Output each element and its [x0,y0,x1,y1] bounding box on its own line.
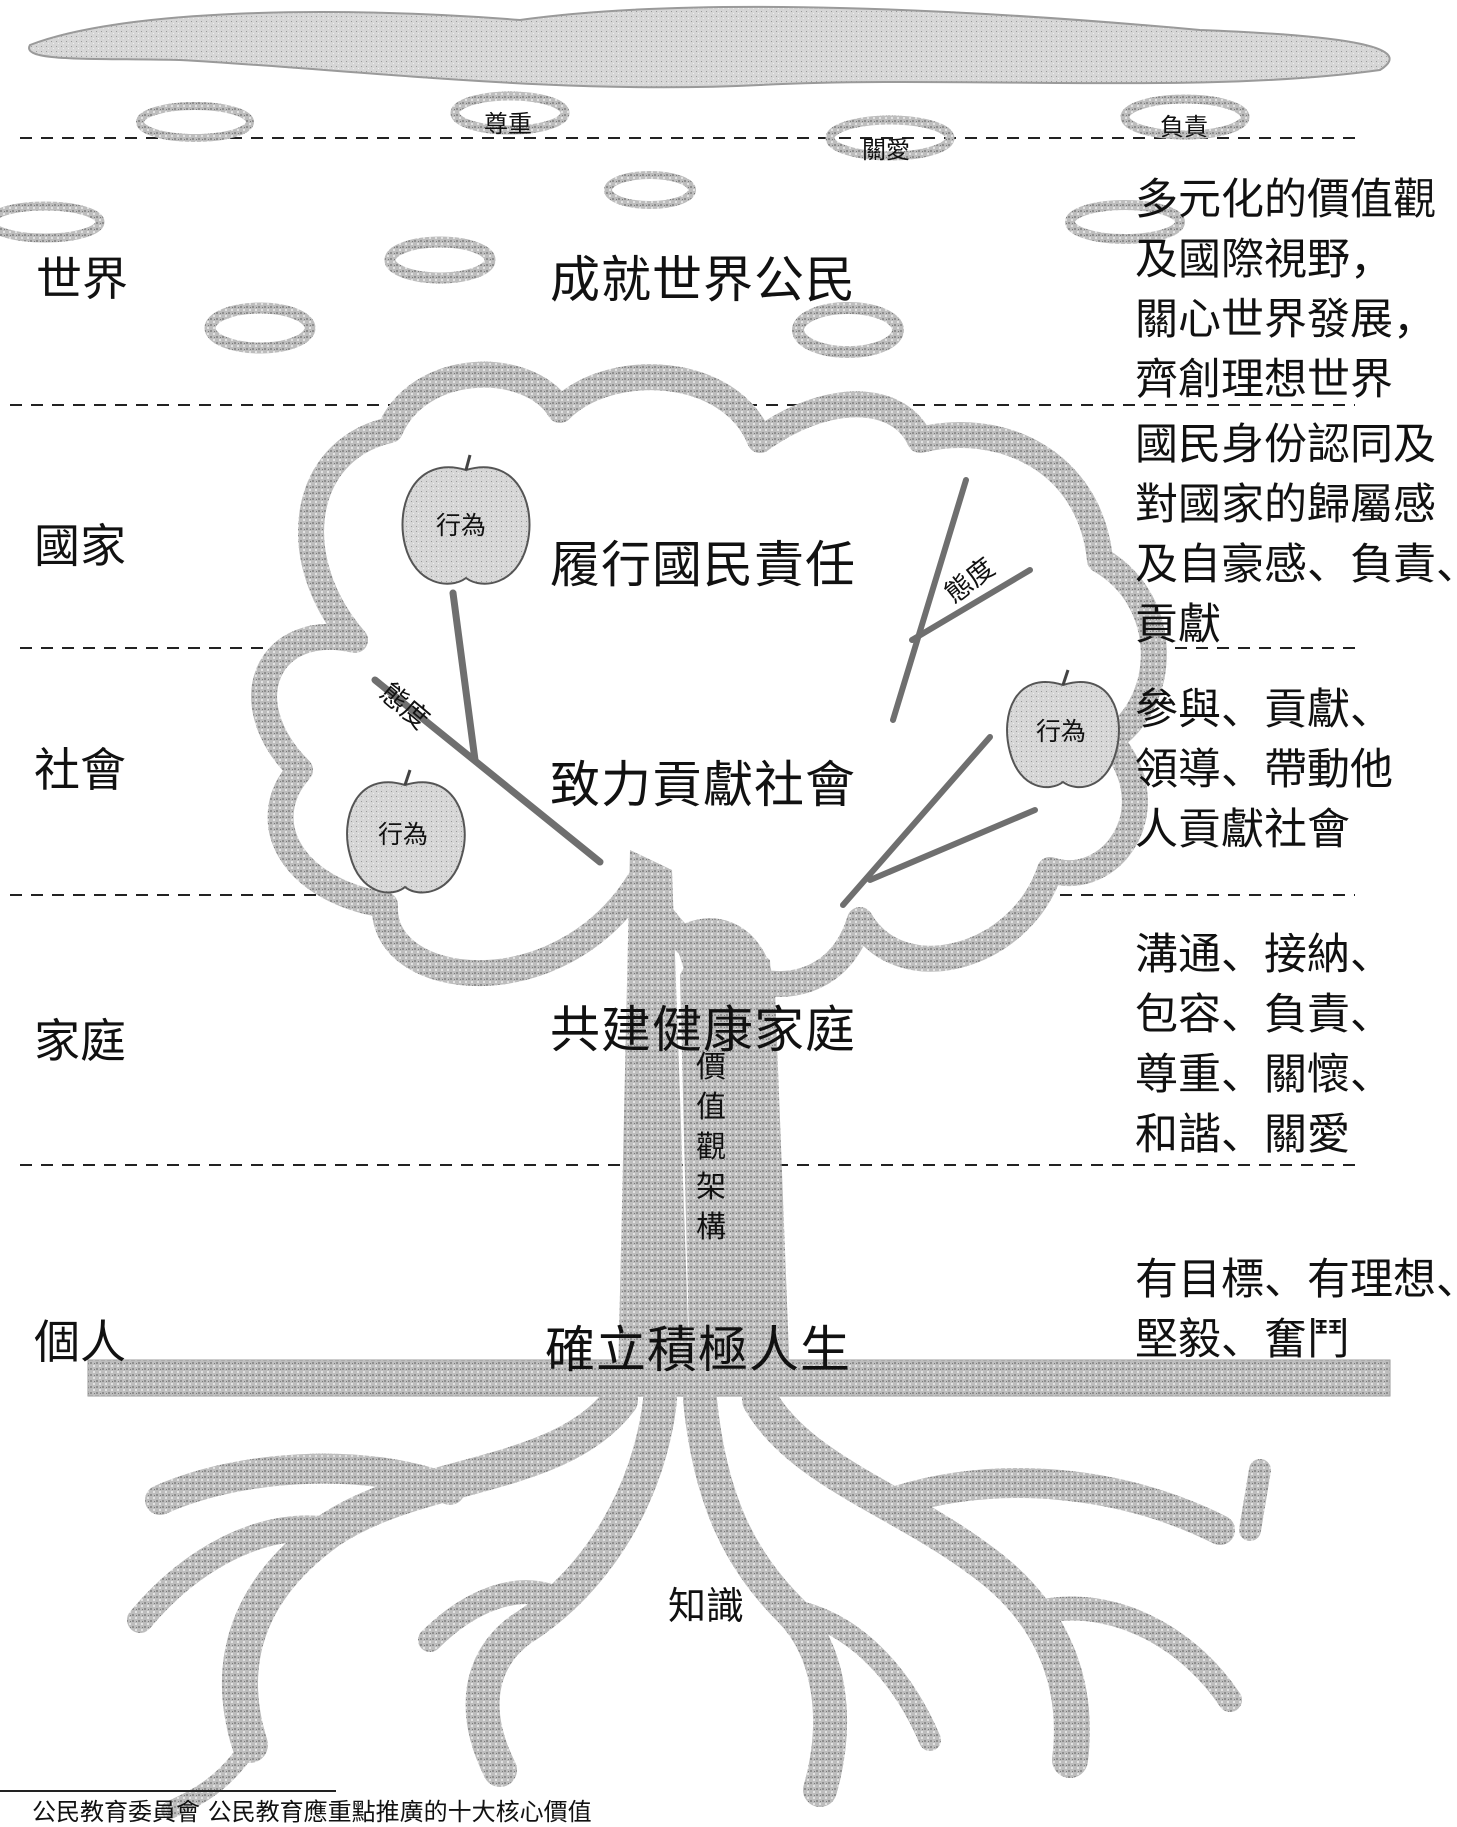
apple-stem [464,454,472,471]
apple-society-right [1006,669,1120,789]
ring-cloud [204,302,316,354]
ring-clouds [0,91,1250,358]
ring-cloud [450,91,570,135]
desc-line: 領導、帶動他 [1135,745,1393,795]
apple-body [1006,681,1120,789]
desc-society: 參與、貢獻、 領導、帶動他 人貢獻社會 [1135,680,1393,860]
goal-family: 共建健康家庭 [550,1001,856,1059]
level-label-society: 社會 [34,743,126,797]
ring-cloud [0,201,105,243]
trunk-label: 價值觀架構 [696,1050,726,1245]
desc-individual: 有目標、有理想、 堅毅、奮鬥 [1135,1250,1457,1370]
ring-cloud [604,171,696,209]
root [1239,1459,1271,1541]
desc-line: 和諧、關愛 [1135,1110,1350,1160]
branch [840,734,993,908]
desc-line: 及自豪感、負責、 [1135,540,1457,590]
goal-nation: 履行國民責任 [550,536,856,594]
ring-cloud [792,302,904,358]
root [465,1383,677,1787]
top-value-respect: 尊重 [484,110,532,138]
trunk-left [618,850,690,1380]
ring-cloud [1120,94,1250,140]
level-label-world: 世界 [36,252,128,306]
apple-label-society-right: 行為 [1036,717,1087,746]
ring-cloud [1065,200,1185,244]
branches [371,477,1038,908]
root [418,1580,572,1652]
apple-label-nation: 行為 [436,511,487,540]
root [1038,1596,1242,1712]
root-label: 知識 [668,1584,745,1628]
apple-stem [403,769,412,786]
desc-line: 溝通、接納、 [1135,930,1393,980]
ring-cloud [136,102,254,142]
apple-body [346,781,466,894]
root [127,1515,343,1633]
root [885,1468,1235,1545]
branch [867,807,1038,883]
desc-line: 對國家的歸屬感 [1135,480,1436,530]
level-label-individual: 個人 [34,1315,126,1369]
desc-family: 溝通、接納、 包容、負責、 尊重、關懷、 和諧、關愛 [1135,925,1393,1165]
footer-caption: 公民教育委員會 公民教育應重點推廣的十大核心價值 [32,1798,592,1826]
root [742,1382,1090,1778]
apple-body [401,466,531,585]
desc-line: 堅毅、奮鬥 [1135,1315,1350,1365]
desc-line: 國民身份認同及 [1135,420,1436,470]
desc-line: 有目標、有理想、 [1135,1255,1457,1305]
level-label-nation: 國家 [34,519,126,573]
desc-line: 齊創理想世界 [1135,355,1393,405]
branch [890,477,969,723]
desc-line: 多元化的價值觀 [1135,175,1436,225]
branch [449,589,479,764]
root [779,1599,941,1751]
root [221,1382,638,1763]
apples [346,454,1120,894]
roots [127,1382,1271,1819]
desc-nation: 國民身份認同及 對國家的歸屬感 及自豪感、負責、 貢獻 [1135,415,1457,655]
apple-nation [401,454,531,585]
desc-line: 人貢獻社會 [1135,805,1350,855]
trunk-right [672,918,790,1380]
top-value-care: 關愛 [862,136,910,164]
branch [909,567,1033,643]
desc-line: 及國際視野， [1135,235,1393,285]
apple-label-society-left: 行為 [378,820,429,849]
level-label-family: 家庭 [34,1014,126,1068]
desc-line: 貢獻 [1135,600,1221,650]
desc-line: 關心世界發展， [1135,295,1436,345]
desc-line: 參與、貢獻、 [1135,685,1393,735]
desc-world: 多元化的價值觀 及國際視野， 關心世界發展， 齊創理想世界 [1135,170,1436,410]
desc-line: 尊重、關懷、 [1135,1050,1393,1100]
ring-cloud [384,236,496,284]
goal-world: 成就世界公民 [550,251,856,309]
goal-individual: 確立積極人生 [545,1321,851,1379]
desc-line: 包容、負責、 [1135,990,1393,1040]
branch [371,676,604,866]
top-value-responsibility: 負責 [1160,113,1208,141]
goal-society: 致力貢獻社會 [550,756,856,814]
apple-society-left [346,769,466,894]
sky-cloud [28,5,1391,89]
root [145,1453,465,1515]
ring-cloud [825,115,955,161]
apple-stem [1061,669,1070,686]
